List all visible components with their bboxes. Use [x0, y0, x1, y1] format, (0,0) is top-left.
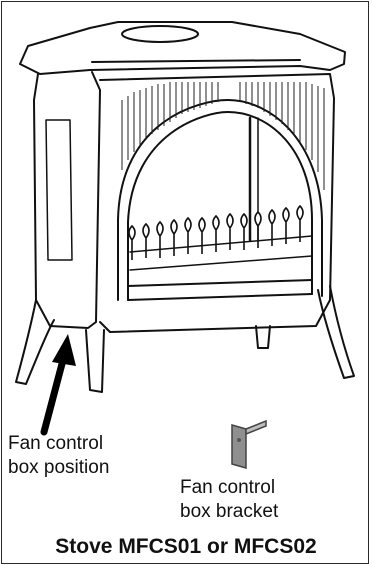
stove-top-plate: [20, 22, 345, 74]
position-label-line2: box position: [8, 456, 109, 480]
stove-leg-left-front: [86, 330, 104, 392]
stove-side-panel: [34, 72, 100, 328]
fan-control-bracket-label: Fan control box bracket: [180, 476, 278, 524]
stove-top-lid: [122, 26, 198, 42]
figure-caption: Stove MFCS01 or MFCS02: [0, 535, 372, 559]
fan-control-position-label: Fan control box position: [8, 432, 109, 480]
arrow-up-icon: [44, 334, 76, 432]
l-bracket-icon: [232, 421, 266, 468]
position-label-line1: Fan control: [8, 432, 109, 456]
bracket-label-line1: Fan control: [180, 476, 278, 500]
stove-leg-right-front: [318, 286, 354, 378]
stove-leg-right-rear: [256, 326, 270, 348]
stove-leg-left-rear: [16, 300, 54, 384]
bracket-label-line2: box bracket: [180, 500, 278, 524]
stove-door-arch: [118, 100, 322, 300]
